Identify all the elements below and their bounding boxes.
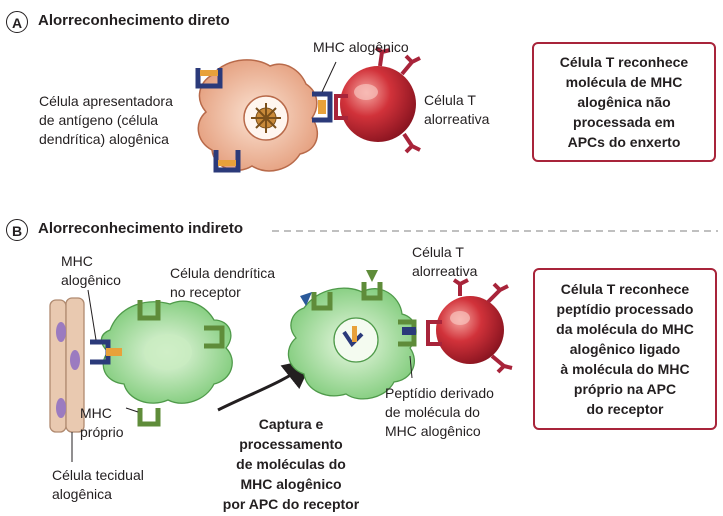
mhc-self-right-2 (361, 282, 383, 301)
tcr-synapse-b (426, 320, 442, 346)
apc-label: Célula apresentadora de antígeno (célula… (39, 93, 173, 147)
internalized-mhc (342, 326, 364, 348)
t-cell-a (340, 66, 416, 142)
tissue-cell-label: Célula tecidual alogênica (52, 467, 144, 502)
section-b-title: Alorreconhecimento indireto (38, 220, 244, 237)
mhc-allogeneic-synapse (312, 91, 333, 123)
peptide-triangle-blue (300, 292, 312, 306)
tcr-bottom-b (490, 354, 513, 374)
mhc-self-left-1 (137, 300, 161, 321)
tcr-top-b (452, 278, 509, 304)
t-cell-label-b: Célula T alorreativa (412, 244, 478, 279)
summary-box-a-text: Célula T reconhece molécula de MHC alogê… (559, 54, 689, 150)
peptide-triangle-green (366, 270, 378, 282)
tcr-synapse-a (334, 94, 348, 120)
section-a-title: Alorreconhecimento direto (38, 12, 230, 29)
receptor-dendritic-label: Célula dendrítica no receptor (170, 265, 276, 300)
t-cell-b (436, 296, 504, 364)
mhc-self-label: MHC próprio (80, 405, 124, 440)
mhc-self-left-3 (137, 408, 161, 427)
mhc-allogeneic-label-a: MHC alogênico (313, 39, 409, 55)
section-b-badge: B (6, 219, 28, 241)
mhc-self-right-1 (311, 292, 333, 311)
mhc-self-left-2 (204, 325, 225, 349)
antigen-particle (251, 103, 281, 133)
summary-box-b: Célula T reconhece peptídio processado d… (533, 268, 717, 430)
capture-arrow (217, 358, 314, 412)
summary-box-a: Célula T reconhece molécula de MHC alogê… (532, 42, 716, 162)
section-a-badge: A (6, 11, 28, 33)
mhc-allogeneic-label-b: MHC alogênico (61, 253, 121, 288)
allogeneic-peptide (402, 327, 416, 335)
t-cell-label-a: Célula T alorreativa (424, 92, 490, 127)
tcr-top-a (374, 46, 421, 76)
tcr-bottom-a (402, 132, 421, 154)
mhc-allogeneic-bottom (213, 150, 241, 173)
peptide-label: Peptídio derivado de molécula do MHC alo… (385, 385, 494, 439)
mhc-allogeneic-top (195, 68, 223, 89)
mhc-allogeneic-on-tissue (90, 339, 122, 365)
capture-process-label: Captura e processamento de moléculas do … (222, 416, 360, 512)
allogeneic-tissue-cells (49, 297, 85, 433)
summary-box-b-text: Célula T reconhece peptídio processado d… (556, 281, 694, 417)
